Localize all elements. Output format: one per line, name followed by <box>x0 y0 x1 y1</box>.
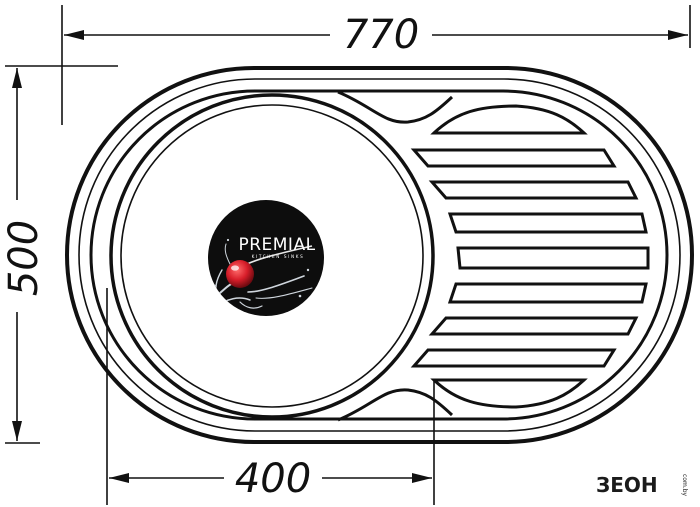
drainer-bottom-arc <box>430 378 588 409</box>
drainer-rib <box>456 246 650 270</box>
drainer-rib <box>428 180 639 200</box>
premial-logo: PREMIAL KITCHEN SINKS <box>208 200 324 316</box>
watermark-suffix: com.by <box>681 474 688 497</box>
width-dimension: 770 <box>61 5 691 125</box>
width-label: 770 <box>343 12 419 58</box>
sink-body <box>65 66 694 444</box>
sink-rim-inner-line <box>78 78 681 432</box>
drainer-rib <box>428 316 639 336</box>
bowl-label: 400 <box>235 456 311 502</box>
height-label: 500 <box>1 220 47 296</box>
sink-deck-edge <box>89 89 669 421</box>
sink-outer-rim <box>65 66 694 444</box>
zeon-brand-icon: ЗЕОН com.by <box>596 473 688 497</box>
drainer-rib <box>410 348 617 368</box>
drainer-rib <box>447 282 648 304</box>
logo-tagline: KITCHEN SINKS <box>252 254 305 259</box>
drainer-rib <box>410 148 617 168</box>
watermark-brand: ЗЕОН <box>596 473 658 497</box>
drainer-top-arc <box>430 104 588 135</box>
bowl-bottom-notch <box>337 388 454 422</box>
cherry-splash-icon <box>226 245 313 288</box>
logo-name: PREMIAL <box>238 235 315 255</box>
bowl-top-notch <box>337 90 454 124</box>
drainer-ribs <box>410 148 650 368</box>
bowl-dimension: 400 <box>106 288 435 505</box>
drainer-rib <box>447 212 648 234</box>
sink-bowl-inner <box>120 104 424 408</box>
height-dimension: 500 <box>1 65 118 444</box>
sink-bowl-outer <box>109 93 435 419</box>
